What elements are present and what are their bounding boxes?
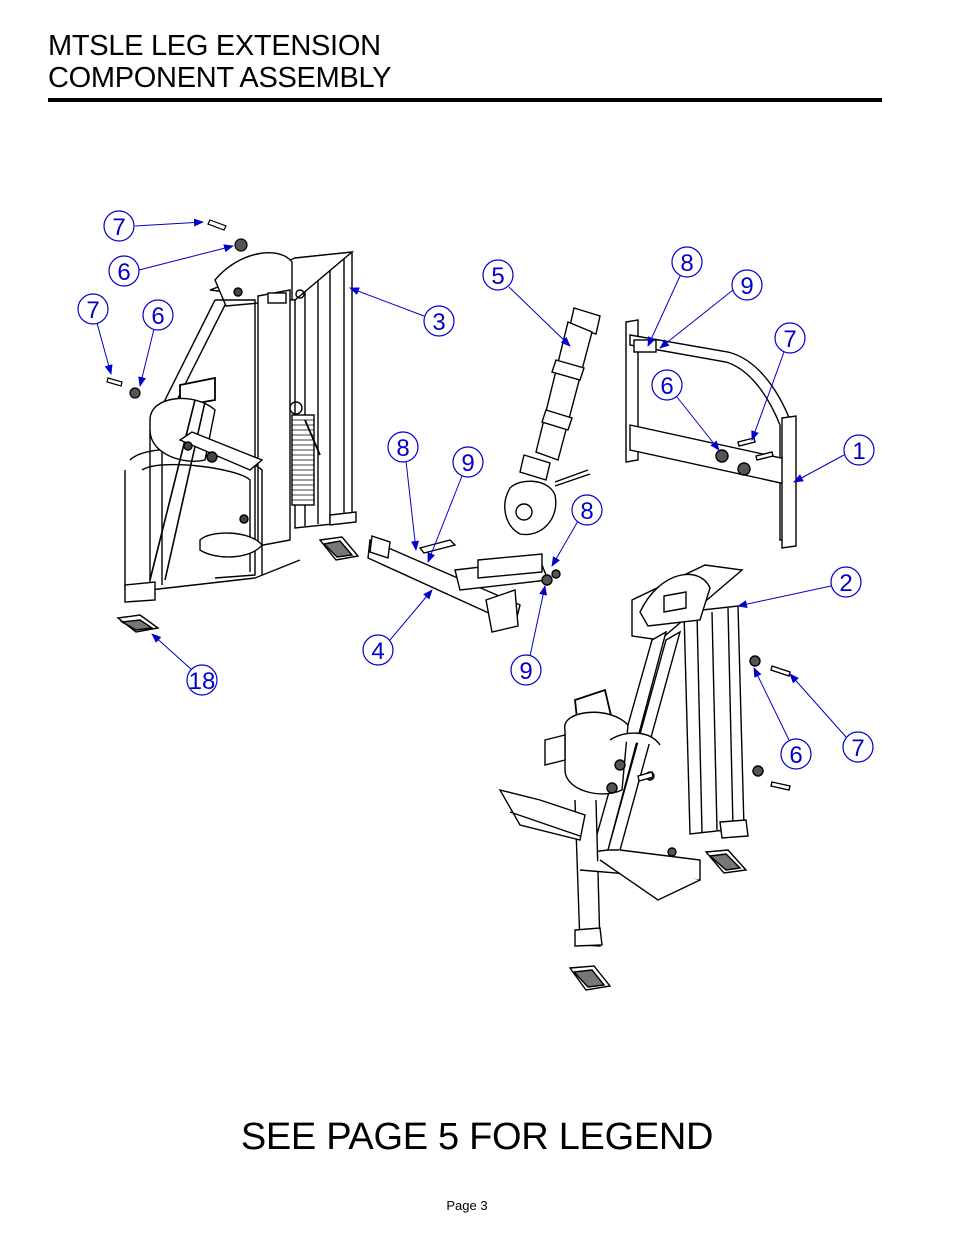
callout-7-top-left: 7 [103,210,204,242]
part-2-right-frame [498,564,791,947]
legend-reference-note: SEE PAGE 5 FOR LEGEND [240,1116,714,1158]
callout-7-left: 7 [77,293,113,375]
callout-18: 18 [151,633,218,696]
callout-label: 8 [680,250,693,277]
fasteners-left [106,219,248,399]
callout-4: 4 [362,589,433,666]
callout-label: 7 [112,214,125,241]
callout-9-lower: 9 [510,585,548,686]
part-3-weight-stack-frame [124,251,357,603]
callout-label: 8 [396,435,409,462]
callout-label: 9 [740,273,753,300]
callout-6-bottom-right: 6 [753,667,812,770]
callout-3: 3 [349,287,455,337]
callout-label: 8 [580,498,593,525]
part-18-foot-pads [116,536,748,991]
part-4-seat-beam [367,535,561,633]
callout-7-bottom-right: 7 [789,673,874,763]
title-line-2: COMPONENT ASSEMBLY [48,62,392,94]
title-line-1: MTSLE LEG EXTENSION [48,30,381,62]
callout-9-top-right: 9 [659,269,763,349]
callout-label: 7 [783,326,796,353]
callout-6-top-left: 6 [108,244,234,287]
title-rule [48,98,882,102]
part-5-lever-arm [504,307,601,536]
callout-label: 3 [432,309,445,336]
callout-label: 6 [117,259,130,286]
part-1-rear-frame [625,319,797,549]
callout-7-right: 7 [751,322,806,441]
callout-label: 18 [189,668,216,695]
callout-label: 6 [789,742,802,769]
callout-label: 4 [371,638,384,665]
page-number: Page 3 [446,1198,488,1213]
callout-1: 1 [793,434,875,483]
callout-label: 6 [151,303,164,330]
callout-label: 7 [86,297,99,324]
callout-6-left: 6 [138,299,174,387]
callout-8-top-right: 8 [647,246,703,347]
callout-label: 5 [491,263,504,290]
callouts: 7 6 7 6 3 5 8 [77,210,875,770]
callout-8-middle: 8 [387,431,419,551]
callout-5: 5 [482,259,571,347]
callout-6-right: 6 [651,369,720,451]
callout-8-lower: 8 [551,494,603,567]
callout-9-middle: 9 [427,446,484,563]
callout-label: 9 [519,658,532,685]
callout-label: 6 [660,373,673,400]
callout-label: 9 [461,450,474,477]
page-title: MTSLE LEG EXTENSION COMPONENT ASSEMBLY [48,30,392,94]
callout-2: 2 [737,566,862,609]
callout-label: 1 [852,438,865,465]
callout-label: 2 [839,570,852,597]
callout-label: 7 [851,735,864,762]
